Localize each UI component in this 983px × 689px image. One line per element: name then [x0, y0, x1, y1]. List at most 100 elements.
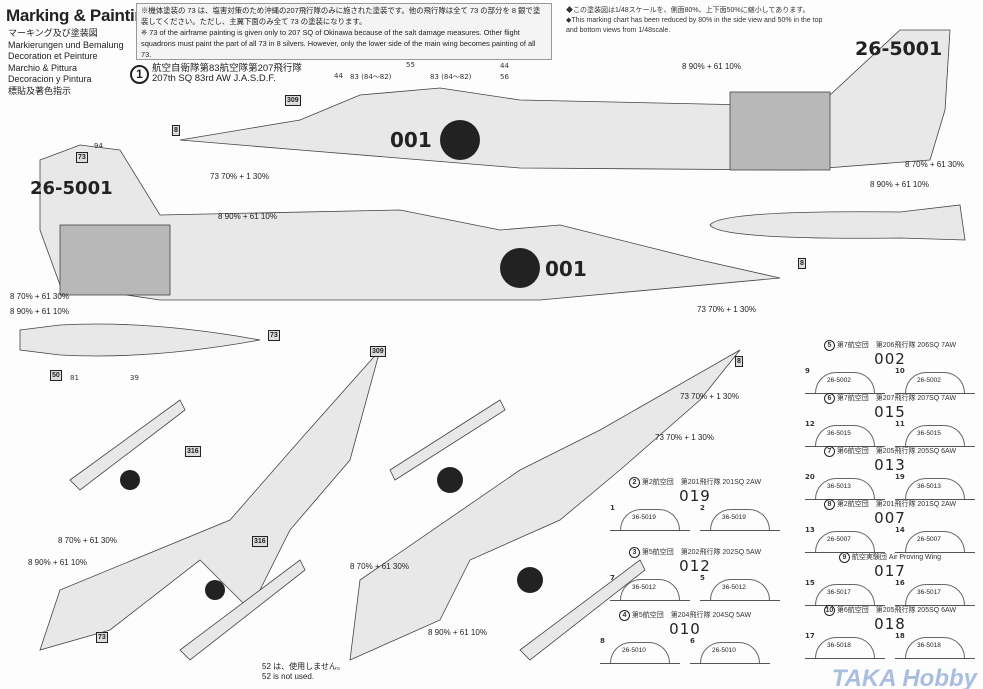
tail-variant: 9 航空実験団 Air Proving Wing 017 15 36-5017 1…	[800, 552, 980, 606]
decal-number: 10	[895, 367, 905, 375]
callout: 39	[130, 374, 139, 382]
callout: 73	[96, 632, 108, 643]
variant-unit-en: 202SQ 5AW	[722, 549, 762, 556]
color-callout: 8 90% + 61 10%	[218, 212, 277, 221]
variant-number: 9	[838, 552, 850, 563]
tail-left-serial: 36-5019	[632, 514, 656, 521]
decal-number: 8	[600, 637, 605, 645]
variant-unit-en: 201SQ 2AW	[722, 479, 762, 486]
drop-tank-side	[709, 204, 966, 241]
variant-unit: 第5航空団 第204飛行隊	[631, 612, 711, 619]
variant-header: 9 航空実験団 Air Proving Wing	[800, 552, 980, 563]
tail-right-serial: 36-5018	[917, 642, 941, 649]
tail-left-serial: 36-5018	[827, 642, 851, 649]
variant-number: 10	[823, 605, 835, 616]
color-callout: 8 70% + 61 30%	[58, 536, 117, 545]
variant-unit-en: 201SQ 2AW	[917, 501, 957, 508]
variant-unit: 第6航空団 第205飛行隊	[836, 607, 916, 614]
callout: 316	[252, 536, 268, 547]
variant-unit-en: Air Proving Wing	[888, 554, 942, 561]
tail-left-serial: 26-5002	[827, 377, 851, 384]
title-fr: Decoration et Peinture	[8, 51, 98, 61]
variant-header: 7 第6航空団 第205飛行隊 205SQ 6AW	[800, 446, 980, 457]
decal-number: 5	[700, 574, 705, 582]
callout: 50	[50, 370, 62, 381]
callout: 73	[76, 152, 88, 163]
wingtip-tank-1	[69, 399, 186, 491]
callout: 73	[268, 330, 280, 341]
callout: 8	[798, 258, 806, 269]
decal-number: 9	[805, 367, 810, 375]
callout: 83 (84〜82)	[350, 73, 392, 81]
variant-header: 8 第2航空団 第201飛行隊 201SQ 2AW	[800, 499, 980, 510]
tail-left: 9 26-5002	[805, 367, 885, 394]
title-translations: マーキング及び塗装図 Markierungen und Bemalung Dec…	[8, 28, 124, 97]
tail-left-serial: 36-5015	[827, 430, 851, 437]
variant-unit: 第6航空団 第205飛行隊	[836, 448, 916, 455]
variant-number: 4	[618, 610, 630, 621]
callout: 8	[172, 125, 180, 136]
variant-number: 6	[823, 393, 835, 404]
variant-nose-code: 018	[874, 615, 906, 633]
color-callout: 8 90% + 61 10%	[10, 307, 69, 316]
variant-header: 5 第7航空団 第206飛行隊 206SQ 7AW	[800, 340, 980, 351]
nose-number-left: 001	[545, 257, 587, 281]
side-view-left-grey-panel	[59, 224, 171, 296]
color-callout: 73 70% + 1 30%	[655, 433, 714, 442]
variant-nose-code: 013	[874, 456, 906, 474]
color-callout: 73 70% + 1 30%	[697, 305, 756, 314]
variant-unit-en: 204SQ 5AW	[712, 612, 752, 619]
paint-note-en: ※ 73 of the airframe painting is given o…	[141, 28, 536, 59]
decal-number: 15	[805, 579, 815, 587]
top-view-aircraft	[39, 349, 381, 651]
tail-left: 15 36-5017	[805, 579, 885, 606]
variant-nose-code: 007	[874, 509, 906, 527]
color-callout: 8 70% + 61 30%	[905, 160, 964, 169]
variant-unit: 第2航空団 第201飛行隊	[641, 479, 721, 486]
variant-number: 8	[823, 499, 835, 510]
callout: 55	[406, 61, 415, 69]
variant-number: 7	[823, 446, 835, 457]
variant-nose-code: 017	[874, 562, 906, 580]
side-view-right-grey-panel	[729, 91, 831, 171]
color-callout: 8 70% + 61 30%	[10, 292, 69, 301]
title-cn: 標貼及著色指示	[8, 85, 72, 96]
decal-number: 13	[805, 526, 815, 534]
callout: 81	[70, 374, 79, 382]
variant-number: 3	[628, 547, 640, 558]
not-used-note: 52 は、使用しません。 52 is not used.	[262, 662, 345, 682]
variant-unit: 第2航空団 第201飛行隊	[836, 501, 916, 508]
variant-unit-en: 205SQ 6AW	[917, 607, 957, 614]
callout: 44	[500, 62, 509, 70]
variant-unit: 第5航空団 第202飛行隊	[641, 549, 721, 556]
tail-left-serial: 36-5017	[827, 589, 851, 596]
tail-number-right: 26-5001	[855, 38, 943, 60]
decal-number: 14	[895, 526, 905, 534]
scale-note: ◆この塗装図は1/48スケールを、側面80%、上下面50%に縮小してあります。 …	[566, 6, 826, 36]
variant-unit: 航空実験団	[851, 554, 887, 561]
not-used-jp: 52 は、使用しません。	[262, 662, 345, 671]
variant-header: 3 第5航空団 第202飛行隊 202SQ 5AW	[605, 547, 785, 558]
decal-number: 16	[895, 579, 905, 587]
not-used-en: 52 is not used.	[262, 672, 315, 681]
variant-unit-en: 206SQ 7AW	[917, 342, 957, 349]
wingtip-tank-2	[179, 559, 306, 661]
hinomaru-top-2	[205, 580, 225, 600]
bottom-view-aircraft	[349, 349, 741, 661]
